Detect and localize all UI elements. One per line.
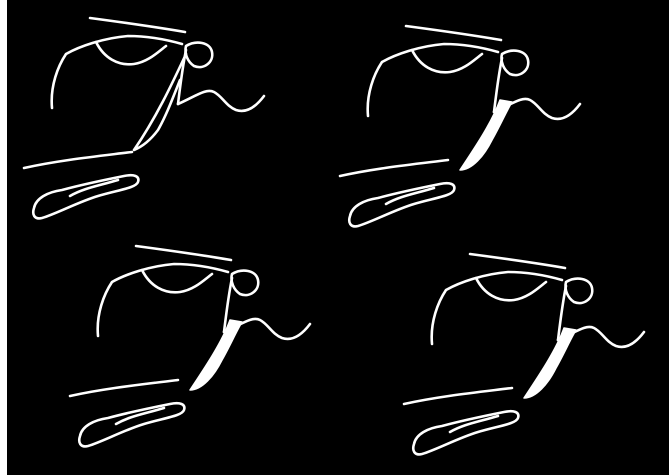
airway-filled-region xyxy=(190,320,242,390)
airway-filled-region xyxy=(524,328,576,398)
panel-bottom-left xyxy=(70,246,310,446)
left-border xyxy=(0,0,7,475)
panel-top-right xyxy=(340,26,580,226)
panel-top-left xyxy=(24,18,264,218)
airway-filled-region xyxy=(460,100,512,170)
panel-bottom-right xyxy=(404,254,644,454)
